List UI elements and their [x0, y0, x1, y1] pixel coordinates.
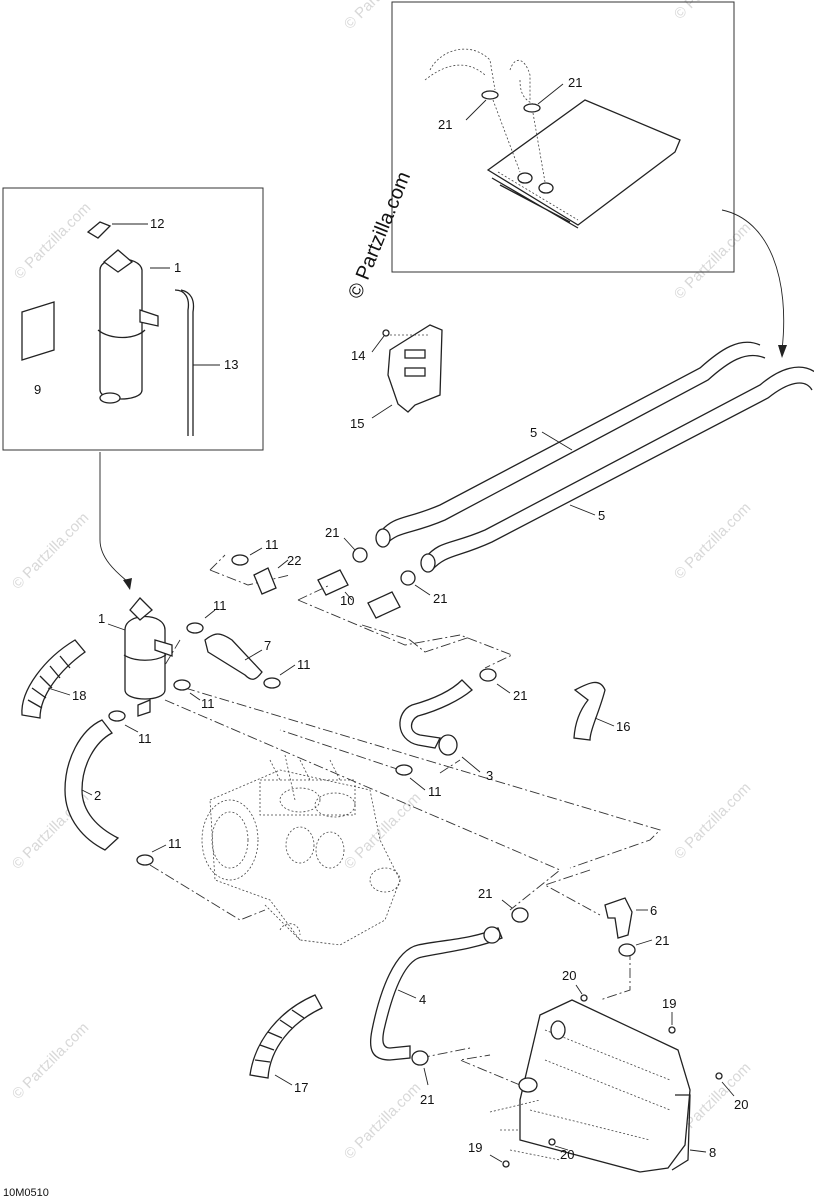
- callout-19: 19: [468, 1140, 482, 1155]
- callout-21: 21: [420, 1092, 434, 1107]
- hose-16: 16: [573, 681, 630, 741]
- hose-18: 18: [21, 639, 86, 719]
- partzilla-watermark: © Partzilla.com: [344, 169, 415, 302]
- callout-15: 15: [350, 416, 364, 431]
- elbow-6: 6 21: [604, 897, 669, 957]
- callout-20: 20: [734, 1097, 748, 1112]
- watermark: © Partzilla.com: [671, 779, 754, 862]
- watermark: © Partzilla.com: [341, 1079, 424, 1162]
- watermark: © Partzilla.com: [671, 0, 754, 23]
- watermark: © Partzilla.com: [671, 499, 754, 582]
- heat-exchanger-8: 20 19 20 20 19 8: [468, 968, 748, 1173]
- engine: [201, 754, 401, 946]
- callout-11: 11: [168, 836, 182, 851]
- coolant-tank-inset: 12 1 13 9: [2, 187, 264, 451]
- callout-2: 2: [94, 788, 101, 803]
- callout-17: 17: [294, 1080, 308, 1095]
- callout-20: 20: [560, 1147, 574, 1162]
- callout-13: 13: [224, 357, 238, 372]
- callout-1: 1: [98, 611, 105, 626]
- hose-4: 21 4 21: [369, 886, 529, 1107]
- callout-21: 21: [433, 591, 447, 606]
- routing-lines: [149, 554, 661, 1086]
- callout-21: 21: [655, 933, 669, 948]
- watermark: © Partzilla.com: [11, 199, 94, 282]
- hose-17: 17: [249, 994, 323, 1095]
- callout-6: 6: [650, 903, 657, 918]
- inset-arrow: [721, 209, 785, 351]
- callout-11: 11: [213, 598, 227, 613]
- callout-21: 21: [325, 525, 339, 540]
- callout-21: 21: [438, 117, 452, 132]
- hoses-5: 5 5: [375, 341, 814, 573]
- fittings-10-21: 21 10 21: [317, 525, 447, 619]
- callout-3: 3: [486, 768, 493, 783]
- callout-11: 11: [138, 731, 152, 746]
- callout-4: 4: [419, 992, 426, 1007]
- callout-9: 9: [34, 382, 41, 397]
- callout-11: 11: [428, 784, 442, 799]
- callout-11: 11: [201, 696, 215, 711]
- callout-14: 14: [351, 348, 365, 363]
- callout-8: 8: [709, 1145, 716, 1160]
- callout-11: 11: [297, 657, 311, 672]
- watermark: © Partzilla.com: [9, 1019, 92, 1102]
- bracket: 14 15: [350, 324, 443, 431]
- watermark: © Partzilla.com: [341, 789, 424, 872]
- watermark: © Partzilla.com: [9, 509, 92, 592]
- clamps-hose-7: 11 22 11 7 11 11 11: [108, 537, 311, 746]
- callout-19: 19: [662, 996, 676, 1011]
- callout-12: 12: [150, 216, 164, 231]
- watermark: © Partzilla.com: [341, 0, 424, 33]
- callout-22: 22: [287, 553, 301, 568]
- callout-10: 10: [340, 593, 354, 608]
- hose-2: 2 11: [64, 719, 182, 866]
- callout-21: 21: [478, 886, 492, 901]
- callout-16: 16: [616, 719, 630, 734]
- diagram-code: 10M0510: [3, 1187, 49, 1199]
- callout-21: 21: [568, 75, 582, 90]
- callout-18: 18: [72, 688, 86, 703]
- callout-5: 5: [530, 425, 537, 440]
- callout-20: 20: [562, 968, 576, 983]
- callout-5: 5: [598, 508, 605, 523]
- watermark: © Partzilla.com: [671, 219, 754, 302]
- callout-21: 21: [513, 688, 527, 703]
- coolant-tank: 1: [98, 597, 173, 717]
- callout-11: 11: [265, 537, 279, 552]
- radiator-inset: © Partzilla.com 21 21: [344, 1, 735, 302]
- callout-1: 1: [174, 260, 181, 275]
- callout-7: 7: [264, 638, 271, 653]
- hose-3: 21 3 11: [395, 668, 527, 799]
